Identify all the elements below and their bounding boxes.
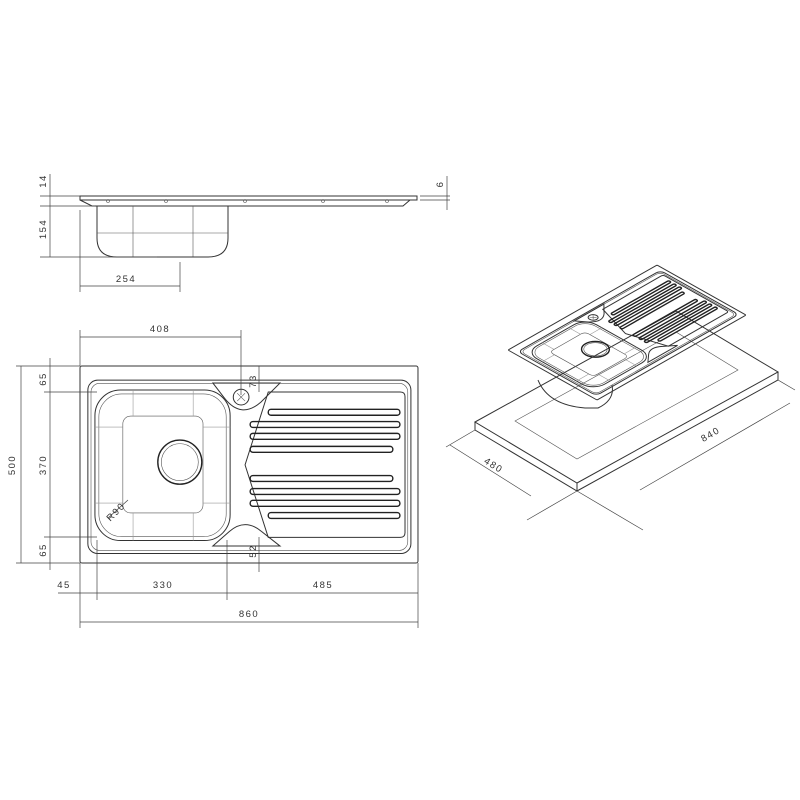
dim-drain-offset: 254 [116,274,136,285]
dim-left-margin: 45 [57,580,71,591]
dim-bowl-width: 330 [153,580,173,591]
dim-cutout-length: 840 [699,425,722,445]
dim-top-margin: 65 [38,372,49,386]
dim-cutout-width: 480 [482,456,505,476]
dim-overflow-x: 408 [150,324,170,335]
side-view: 14 154 6 254 [38,174,450,292]
dim-bowl-depth: 370 [38,455,49,475]
isometric-view: 480 840 [445,264,796,531]
dim-width: 500 [7,455,18,475]
dim-bottom-margin: 65 [38,543,49,557]
dim-depth: 154 [38,219,49,239]
dim-edge: 6 [435,181,446,188]
dim-length: 860 [239,609,259,620]
dim-tray: 52 [248,544,259,558]
dim-flange-height: 14 [38,174,49,188]
top-view: R90 408 500 65 370 65 73 52 45 330 485 8… [7,324,419,628]
dim-overflow-y: 73 [248,374,259,388]
dim-drainer: 485 [313,580,333,591]
radius-label: R90 [105,501,128,524]
